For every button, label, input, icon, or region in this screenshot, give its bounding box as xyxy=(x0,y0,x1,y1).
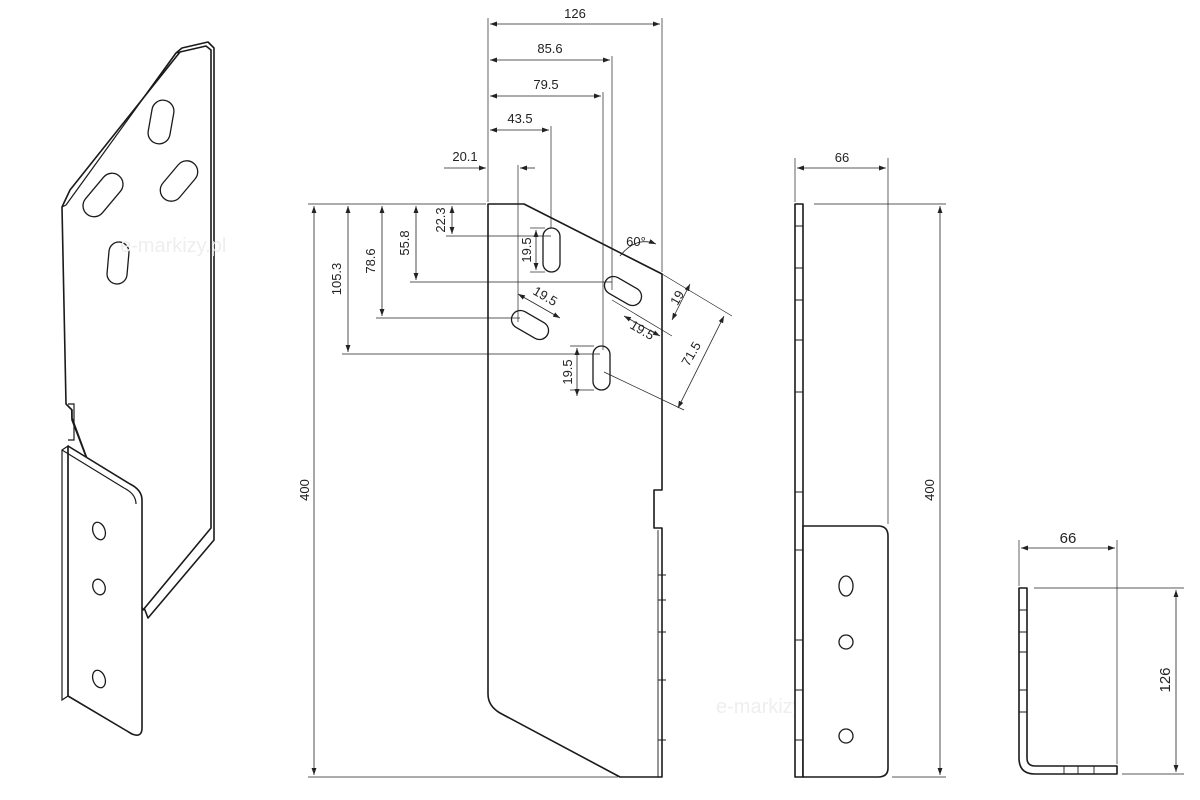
dim-79-5: 79.5 xyxy=(533,77,558,92)
end-dim-66: 66 xyxy=(1060,530,1077,547)
dim-19-5-a: 19.5 xyxy=(519,237,534,262)
iso-flange-edge xyxy=(61,444,69,702)
dim-78-6: 78.6 xyxy=(363,248,378,273)
iso-slot-4 xyxy=(106,241,130,285)
iso-slot-1 xyxy=(147,99,175,145)
side-hole-3 xyxy=(838,728,854,744)
dim-60-deg: 60° xyxy=(626,234,646,249)
front-flange-marks xyxy=(658,574,666,741)
dim-85-6: 85.6 xyxy=(537,41,562,56)
side-view: 66 400 xyxy=(794,150,946,778)
side-dim-400: 400 xyxy=(922,479,937,501)
dim-400-front: 400 xyxy=(297,479,312,501)
front-slot-angled-right xyxy=(603,275,643,307)
iso-hole-1 xyxy=(91,521,107,541)
dim-19-5-b: 19.5 xyxy=(560,359,575,384)
end-l-profile xyxy=(1018,587,1118,775)
dim-22-3: 22.3 xyxy=(433,207,448,232)
end-dim-126: 126 xyxy=(1157,667,1174,692)
iso-hole-2 xyxy=(92,578,106,596)
side-hole-2 xyxy=(838,634,854,650)
iso-hole-3 xyxy=(91,669,107,689)
iso-plate-edge xyxy=(61,51,181,208)
iso-slot-2 xyxy=(82,172,124,218)
side-plate-thickness xyxy=(794,203,804,778)
side-flange xyxy=(802,525,889,778)
front-plate-outline xyxy=(487,203,663,778)
isometric-view: e-markizy.pl xyxy=(61,41,226,736)
side-plate-marks xyxy=(795,225,803,741)
front-view: 126 85.6 79.5 43.5 20.1 400 105.3 78.6 5… xyxy=(297,6,822,778)
end-view: 66 126 xyxy=(1018,530,1184,775)
dim-126: 126 xyxy=(564,6,586,21)
side-hole-1 xyxy=(838,575,854,597)
iso-slot-3 xyxy=(159,160,199,202)
dim-19: 19 xyxy=(667,288,687,308)
iso-notch xyxy=(68,403,75,441)
front-slot-vertical-bottom xyxy=(592,345,611,391)
dim-43-5: 43.5 xyxy=(507,111,532,126)
dim-20-1: 20.1 xyxy=(452,149,477,164)
front-slot-vertical-top xyxy=(542,227,561,273)
side-dim-66: 66 xyxy=(835,150,849,165)
dim-105-3: 105.3 xyxy=(329,263,344,296)
iso-flange-top-edge xyxy=(61,449,137,505)
watermark-1: e-markizy.pl xyxy=(120,235,226,257)
end-profile-marks xyxy=(1019,609,1095,774)
dim-55-8: 55.8 xyxy=(397,230,412,255)
